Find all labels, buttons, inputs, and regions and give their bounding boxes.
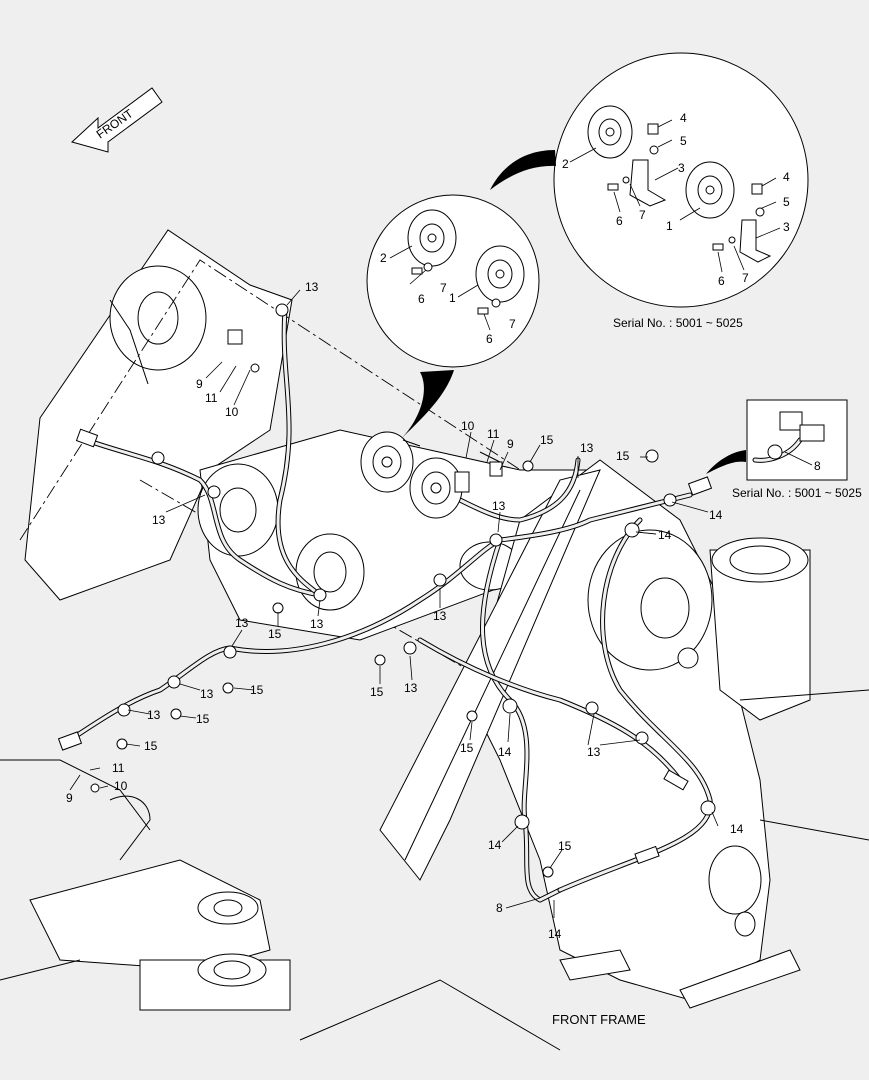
callout-9: 9 xyxy=(507,437,514,451)
callout-10: 10 xyxy=(114,779,128,793)
detail-circle-large xyxy=(490,52,809,308)
callout-11: 11 xyxy=(487,427,500,441)
callout-13: 13 xyxy=(433,609,447,623)
callout-15: 15 xyxy=(144,739,158,753)
callout-3: 3 xyxy=(783,220,790,234)
callout-11: 11 xyxy=(112,761,125,775)
callout-7: 7 xyxy=(440,281,447,295)
callout-14: 14 xyxy=(488,838,502,852)
callout-8: 8 xyxy=(814,459,821,473)
leader-lines xyxy=(69,119,813,918)
callout-9: 9 xyxy=(196,377,203,391)
detail-pointer-large xyxy=(490,150,556,190)
callout-13: 13 xyxy=(147,708,161,722)
callout-14: 14 xyxy=(498,745,512,759)
callout-2: 2 xyxy=(380,251,387,265)
callout-2: 2 xyxy=(562,157,569,171)
cylinder-base xyxy=(739,689,869,841)
lower-left-bracket xyxy=(29,859,271,971)
callout-6: 6 xyxy=(418,292,425,306)
left-frame-plate xyxy=(24,229,293,601)
callout-3: 3 xyxy=(678,161,685,175)
callout-13: 13 xyxy=(580,441,594,455)
front-arrow: FRONT xyxy=(71,87,163,153)
callout-15: 15 xyxy=(250,683,264,697)
right-pin-hole xyxy=(640,577,690,639)
callout-13: 13 xyxy=(235,616,249,630)
callout-6: 6 xyxy=(486,332,493,346)
bottom-right-step xyxy=(679,949,801,1009)
callout-13: 13 xyxy=(404,681,418,695)
callout-5: 5 xyxy=(783,195,790,209)
callout-8: 8 xyxy=(496,901,503,915)
callout-14: 14 xyxy=(548,927,562,941)
right-lower-boss xyxy=(708,845,762,915)
left-boss-side xyxy=(109,299,149,385)
callout-4: 4 xyxy=(783,170,790,184)
callout-14: 14 xyxy=(658,528,672,542)
callout-15: 15 xyxy=(558,839,572,853)
horn-assembly xyxy=(360,431,503,519)
callout-15: 15 xyxy=(460,741,474,755)
callout-4: 4 xyxy=(680,111,687,125)
callout-5: 5 xyxy=(680,134,687,148)
callout-15: 15 xyxy=(540,433,554,447)
callout-6: 6 xyxy=(616,214,623,228)
callout-13: 13 xyxy=(200,687,214,701)
left-pin-hole xyxy=(137,291,179,345)
wire-harness xyxy=(57,303,716,903)
callout-1: 1 xyxy=(666,219,673,233)
cylinder-top-inner xyxy=(729,545,791,575)
lower-bracket-hole-inner xyxy=(213,899,243,917)
callout-14: 14 xyxy=(709,508,723,522)
connector-detail-caption: Serial No. : 5001 ~ 5025 xyxy=(732,486,862,500)
callout-15: 15 xyxy=(268,627,282,641)
callout-7: 7 xyxy=(639,208,646,222)
callout-7: 7 xyxy=(509,317,516,331)
detail-pointer-small xyxy=(400,370,454,440)
callout-labels: 13 9 11 10 13 10 11 9 15 13 15 13 14 13 … xyxy=(66,111,821,941)
lower-left-arm xyxy=(0,759,561,1051)
callout-7: 7 xyxy=(742,271,749,285)
callout-13: 13 xyxy=(152,513,166,527)
diagram-title: FRONT FRAME xyxy=(552,1012,646,1027)
bottom-mid-step xyxy=(559,949,631,981)
connector-pointer xyxy=(706,450,746,474)
callout-1: 1 xyxy=(449,291,456,305)
horn-detail-caption: Serial No. : 5001 ~ 5025 xyxy=(613,316,743,330)
cross-hole-mid xyxy=(313,551,347,593)
lower-tube-end-inner xyxy=(213,960,251,980)
callout-9: 9 xyxy=(66,791,73,805)
callout-14: 14 xyxy=(730,822,744,836)
callout-15: 15 xyxy=(196,712,210,726)
callout-13: 13 xyxy=(310,617,324,631)
right-lower-nut xyxy=(734,911,756,937)
callout-10: 10 xyxy=(461,419,475,433)
callout-13: 13 xyxy=(587,745,601,759)
callout-11: 11 xyxy=(205,391,218,405)
callout-10: 10 xyxy=(225,405,239,419)
right-mid-nut xyxy=(677,647,699,669)
callout-15: 15 xyxy=(370,685,384,699)
connector-detail-box xyxy=(706,399,848,481)
callout-13: 13 xyxy=(492,499,506,513)
callout-6: 6 xyxy=(718,274,725,288)
cross-hole-left xyxy=(219,487,257,533)
detail-circle-small xyxy=(366,194,540,440)
callout-15: 15 xyxy=(616,449,630,463)
callout-13: 13 xyxy=(305,280,319,294)
